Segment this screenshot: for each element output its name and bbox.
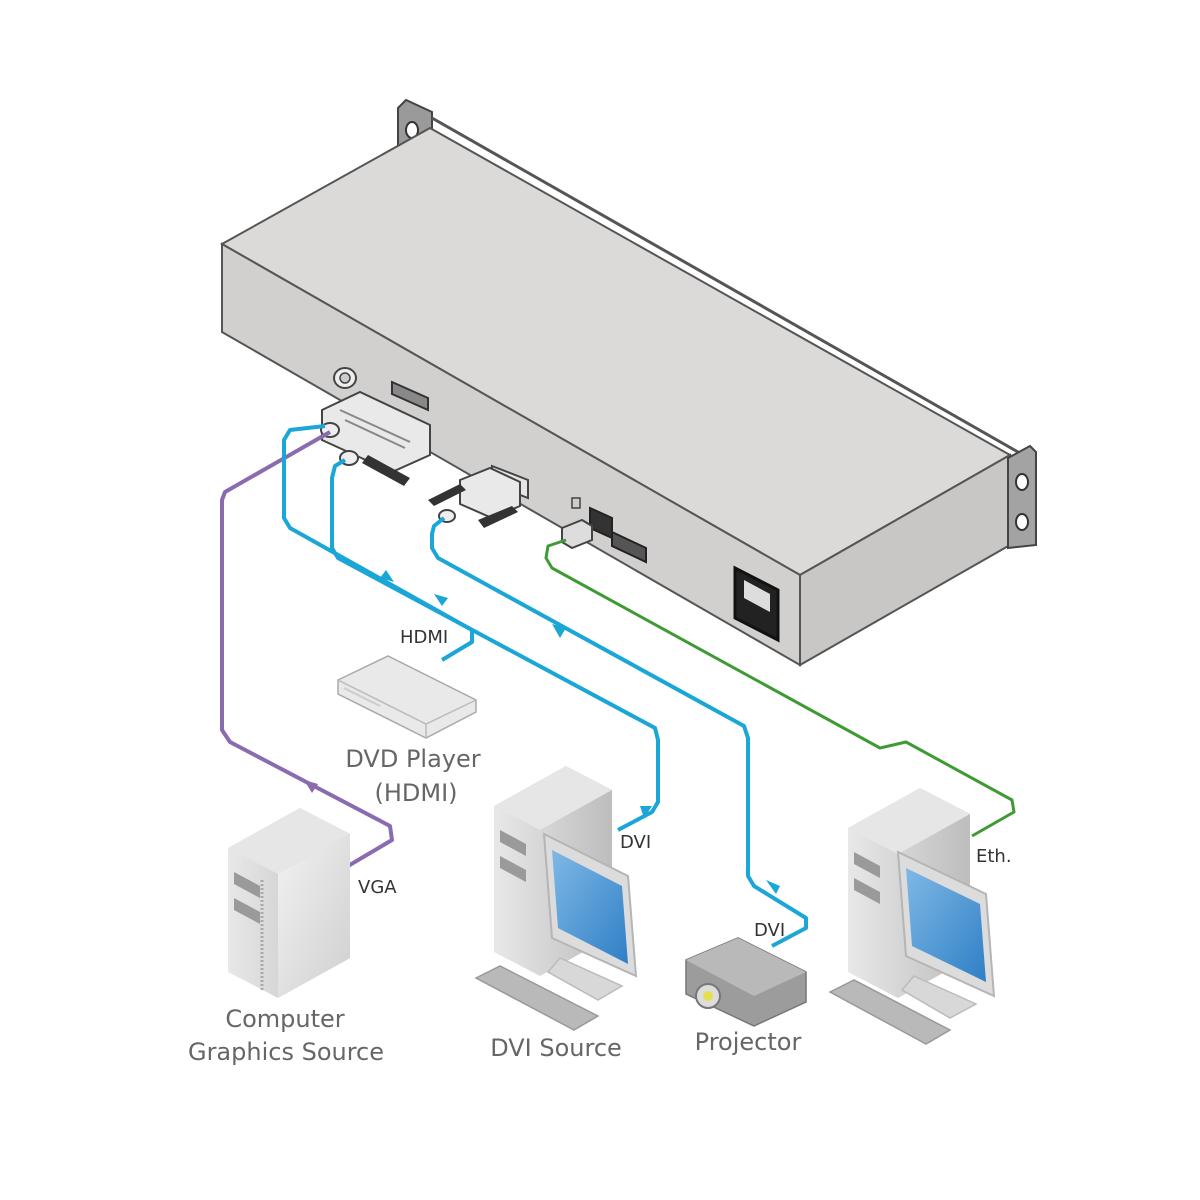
- cable-label-dvi-source: DVI: [620, 832, 651, 853]
- cable-hdmi: [282, 424, 474, 662]
- arrow-dvi-projector: [552, 624, 566, 638]
- cable-label-hdmi: HDMI: [400, 627, 448, 648]
- keyboard-ethernet: [828, 979, 952, 1045]
- cable-ethernet: [544, 538, 1016, 838]
- computer-tower-cgs: [228, 808, 350, 998]
- keyboard-dvi-source: [474, 965, 600, 1031]
- device-label-cgs-line2: Graphics Source: [188, 1038, 384, 1066]
- cable-dvi-projector: [430, 516, 808, 948]
- device-label-dvd-line1: DVD Player: [345, 745, 480, 773]
- dvi-connector-out: [428, 466, 521, 528]
- computer-ethernet: [828, 788, 996, 1045]
- computer-dvi-source: [474, 766, 638, 1031]
- bnc-port: [333, 367, 357, 389]
- status-led: [571, 497, 581, 509]
- arrow-vga: [304, 780, 318, 793]
- arrow-hdmi: [380, 570, 394, 582]
- arrow-dvi-projector-end: [766, 880, 780, 894]
- db9-port-top: [391, 380, 429, 412]
- cable-label-dvi-projector: DVI: [754, 920, 785, 941]
- rs232-port: [611, 530, 647, 564]
- monitor-dvi-source: [542, 832, 638, 1001]
- cable-label-ethernet: Eth.: [976, 846, 1012, 867]
- arrow-dvi-source-end: [640, 806, 652, 818]
- cable-label-vga: VGA: [358, 877, 397, 898]
- device-label-dvd-line2: (HDMI): [374, 779, 457, 807]
- rack-mount-unit: [219, 98, 1037, 667]
- dvd-player: [337, 655, 477, 739]
- device-label-projector: Projector: [695, 1028, 802, 1056]
- device-label-cgs-line1: Computer: [225, 1005, 344, 1033]
- power-inlet: [733, 565, 780, 643]
- rack-ear-right: [1007, 444, 1037, 550]
- arrow-dvi-source: [434, 594, 448, 606]
- cable-dvi-source: [330, 458, 660, 832]
- cable-vga: [220, 430, 394, 868]
- device-label-dvi-source: DVI Source: [490, 1034, 622, 1062]
- projector: [685, 937, 807, 1027]
- monitor-ethernet: [896, 850, 996, 1019]
